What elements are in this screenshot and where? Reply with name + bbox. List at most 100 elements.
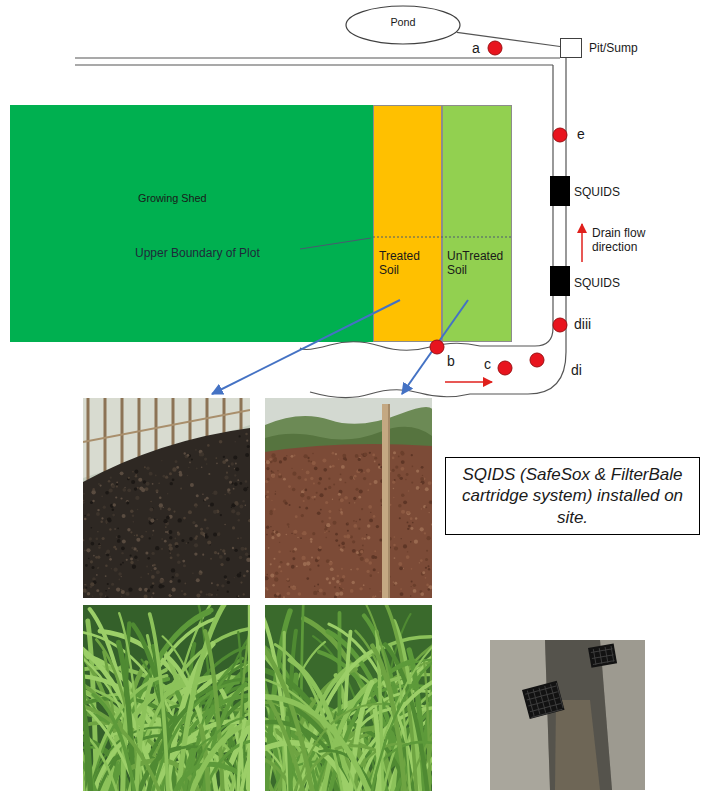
soil-grain bbox=[183, 564, 186, 567]
leaf-blade bbox=[386, 708, 432, 791]
leaf-blade bbox=[304, 619, 395, 792]
soil-grain bbox=[394, 557, 396, 559]
leaf-blade bbox=[314, 728, 375, 791]
soil-grain bbox=[387, 578, 390, 581]
leaf-blade bbox=[177, 737, 213, 791]
soil-grain bbox=[176, 553, 179, 556]
soil-grain bbox=[343, 546, 345, 548]
soil-grain bbox=[89, 537, 92, 540]
soil-grain bbox=[310, 477, 313, 480]
soil-grain bbox=[288, 526, 289, 527]
soil-grain bbox=[200, 452, 204, 456]
soil-grain bbox=[127, 478, 130, 481]
soil-grain bbox=[163, 519, 167, 523]
soil-grain bbox=[215, 457, 217, 459]
leaf-blade bbox=[131, 760, 202, 791]
drain-device-photo-part bbox=[490, 640, 550, 790]
soil-grain bbox=[356, 469, 360, 473]
soil-grain bbox=[152, 582, 154, 584]
soil-grain bbox=[362, 544, 364, 546]
soil-grain bbox=[111, 583, 114, 586]
soil-grain bbox=[265, 587, 268, 590]
soil-grain bbox=[239, 435, 241, 437]
soil-grain bbox=[152, 530, 154, 532]
soil-grain bbox=[248, 555, 250, 557]
leaf-blade bbox=[428, 605, 432, 791]
leaf-blade bbox=[236, 741, 250, 791]
leaf-blade bbox=[133, 689, 179, 791]
soil-grain bbox=[420, 592, 424, 596]
soil-grain bbox=[194, 543, 198, 547]
soil-grain bbox=[374, 461, 376, 463]
leaf-blade bbox=[265, 698, 341, 791]
soil-grain bbox=[165, 521, 169, 525]
soil-grain bbox=[96, 574, 98, 576]
soil-grain bbox=[149, 537, 151, 539]
soil-grain bbox=[155, 546, 159, 550]
soil-grain bbox=[421, 466, 424, 469]
soil-grain bbox=[116, 485, 118, 487]
leaf-blade bbox=[153, 647, 168, 792]
soil-grain bbox=[147, 573, 149, 575]
soil-grain bbox=[291, 565, 295, 569]
leaf-blade bbox=[133, 625, 176, 791]
soil-grain bbox=[147, 557, 150, 560]
soil-grain bbox=[408, 490, 410, 492]
soil-grain bbox=[325, 537, 326, 538]
soil-grain bbox=[199, 453, 202, 456]
leaf-blade bbox=[265, 712, 289, 791]
leaf-blade bbox=[238, 632, 245, 791]
leaf-blade bbox=[328, 660, 413, 791]
leaf-blade bbox=[292, 762, 358, 791]
soil-grain bbox=[248, 519, 250, 522]
leaf-blade bbox=[110, 610, 211, 791]
soil-grain bbox=[407, 511, 410, 514]
soil-grain bbox=[150, 501, 152, 503]
leaf-blade bbox=[277, 669, 356, 791]
soil-grain bbox=[341, 568, 343, 570]
soil-grain bbox=[293, 530, 297, 534]
soil-grain bbox=[301, 514, 304, 517]
soil-grain bbox=[402, 468, 403, 469]
soil-grain bbox=[192, 521, 195, 524]
leaf-blade bbox=[159, 652, 250, 791]
soil-grain bbox=[107, 518, 110, 521]
soil-grain bbox=[181, 590, 183, 592]
leaf-blade bbox=[270, 745, 355, 791]
soil-grain bbox=[159, 503, 163, 507]
soil-grain bbox=[266, 526, 269, 529]
soil-grain bbox=[200, 591, 203, 594]
soil-grain bbox=[426, 536, 430, 540]
soil-grain bbox=[237, 595, 239, 597]
soil-grain bbox=[201, 466, 203, 468]
soil-grain bbox=[90, 501, 93, 504]
soil-grain bbox=[136, 538, 140, 542]
soil-grain bbox=[287, 523, 290, 526]
leaf-blade bbox=[158, 729, 240, 791]
soil-grain bbox=[400, 451, 403, 454]
soil-grain bbox=[314, 467, 318, 471]
soil-grain bbox=[336, 580, 339, 583]
leaf-blade bbox=[265, 686, 300, 791]
soil-grain bbox=[317, 590, 319, 592]
soil-grain bbox=[307, 496, 311, 500]
soil-grain bbox=[405, 479, 406, 480]
treated-soil-plot: Treated Soil bbox=[373, 105, 442, 342]
leaf-blade bbox=[424, 660, 430, 791]
leaf-blade bbox=[340, 736, 397, 791]
soil-grain bbox=[379, 538, 382, 541]
soil-grain bbox=[245, 433, 248, 436]
soil-grain bbox=[167, 531, 170, 534]
leaf-blade bbox=[183, 644, 194, 791]
soil-grain bbox=[202, 532, 206, 536]
leaf-blade bbox=[265, 757, 296, 791]
leaf-blade bbox=[386, 605, 417, 791]
sampling-dot bbox=[430, 340, 444, 354]
soil-grain bbox=[181, 539, 184, 542]
leaf-blade bbox=[265, 605, 282, 791]
leaf-blade bbox=[151, 722, 250, 791]
leaf-blade bbox=[287, 631, 296, 791]
soil-grain bbox=[353, 497, 356, 500]
leaf-blade bbox=[239, 724, 243, 791]
